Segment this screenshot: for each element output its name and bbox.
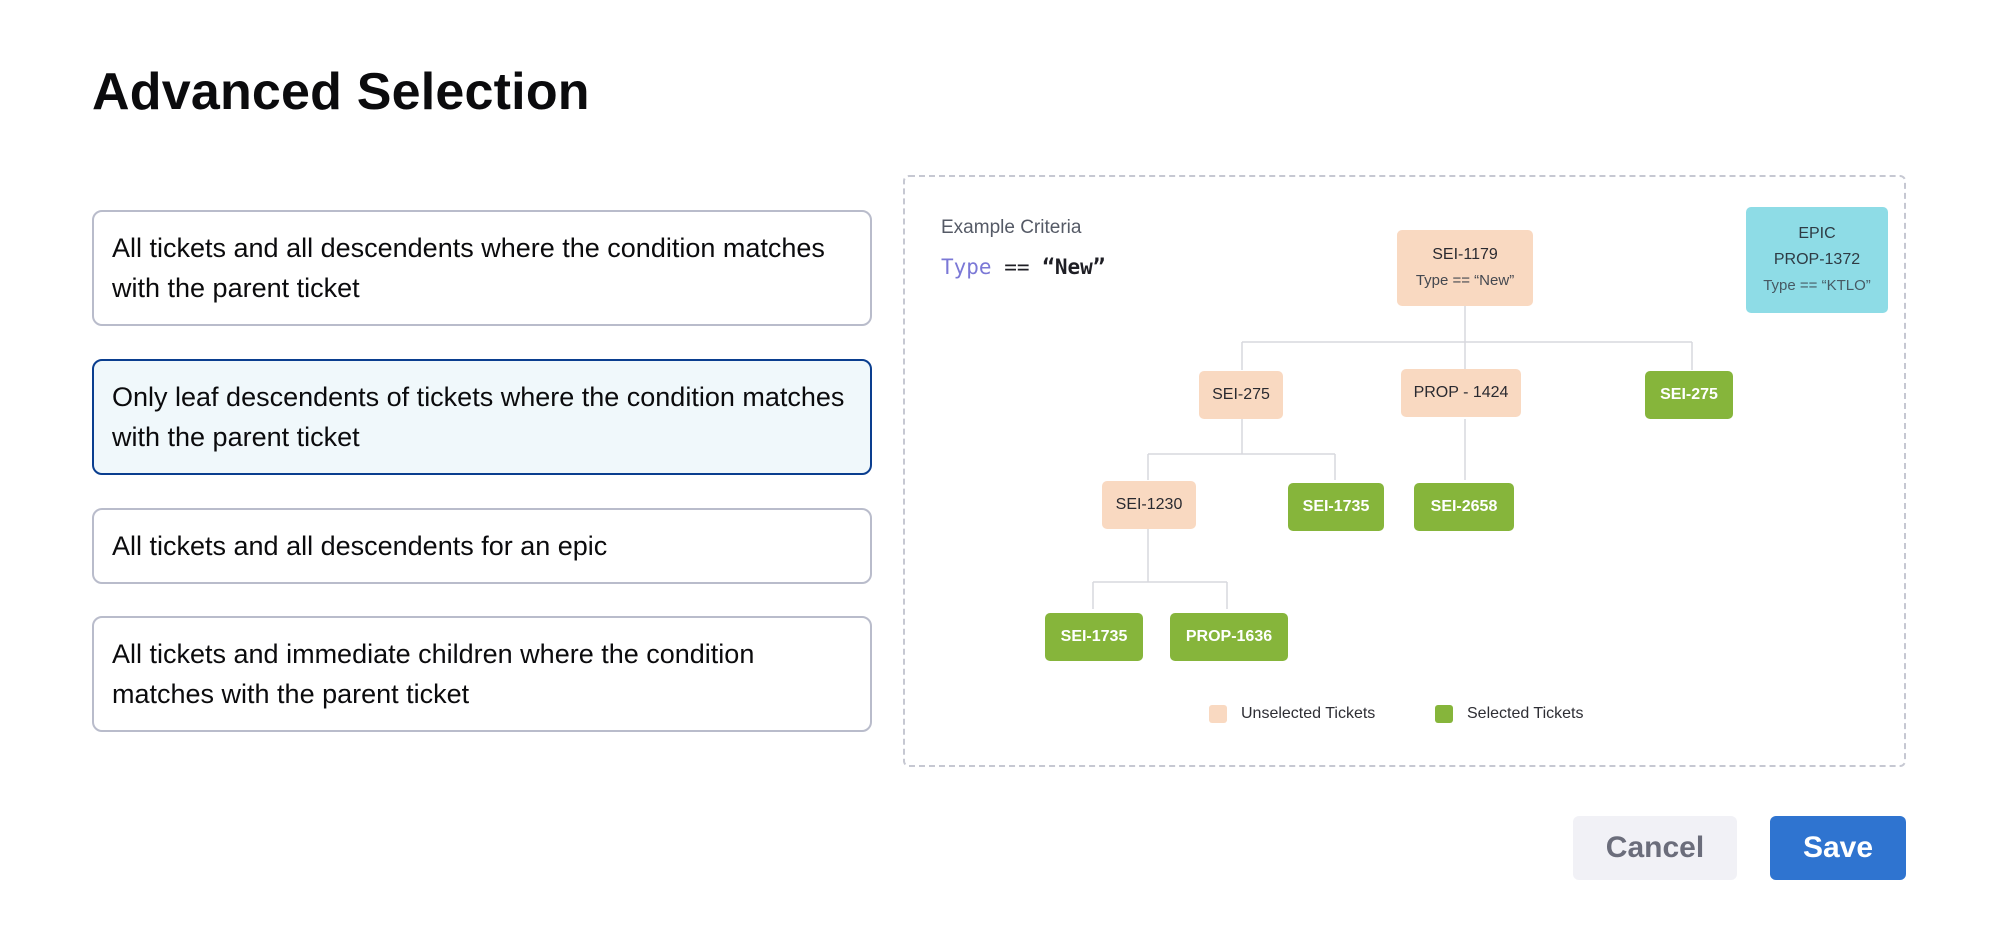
option-leaf-descendents-condition[interactable]: Only leaf descendents of tickets where t… (92, 359, 872, 475)
dialog-title: Advanced Selection (92, 63, 590, 121)
tree-node-sei-275-a: SEI-275 (1199, 371, 1283, 419)
option-all-descendents-condition[interactable]: All tickets and all descendents where th… (92, 210, 872, 326)
tree-node-sei-275-b: SEI-275 (1645, 371, 1733, 419)
example-criteria-label: Example Criteria (941, 217, 1082, 238)
cancel-button[interactable]: Cancel (1573, 816, 1737, 880)
node-id: PROP-1372 (1773, 251, 1861, 268)
legend-selected-swatch (1435, 705, 1453, 723)
tree-connectors (1092, 305, 1693, 609)
legend-unselected: Unselected Tickets (1209, 705, 1375, 723)
option-label: Only leaf descendents of tickets where t… (112, 382, 845, 452)
node-id: PROP-1636 (1185, 628, 1273, 645)
legend-selected-label: Selected Tickets (1467, 705, 1584, 722)
code-keyword: Type (941, 255, 992, 279)
option-all-descendents-epic[interactable]: All tickets and all descendents for an e… (92, 508, 872, 584)
tree-node-sei-1230: SEI-1230 (1102, 481, 1196, 529)
node-condition: Type == “New” (1415, 272, 1515, 289)
save-button[interactable]: Save (1770, 816, 1906, 880)
tree-node-prop-1424: PROP - 1424 (1401, 369, 1521, 417)
node-type: EPIC (1798, 225, 1836, 242)
code-value: “New” (1042, 255, 1106, 279)
code-operator: == (1004, 255, 1030, 279)
option-label: All tickets and all descendents where th… (112, 233, 825, 303)
node-id: SEI-1735 (1060, 628, 1128, 645)
node-id: SEI-275 (1660, 386, 1718, 403)
example-criteria-code: Type == “New” (941, 255, 1105, 279)
tree-node-sei-2658: SEI-2658 (1414, 483, 1514, 531)
node-id: SEI-1735 (1302, 498, 1370, 515)
tree-node-epic: EPIC PROP-1372 Type == “KTLO” (1746, 207, 1888, 313)
node-id: SEI-2658 (1430, 498, 1498, 515)
legend-selected: Selected Tickets (1435, 705, 1584, 723)
tree-node-sei-1735-b: SEI-1735 (1045, 613, 1143, 661)
tree-node-sei-1735-a: SEI-1735 (1288, 483, 1384, 531)
example-preview-panel: Example Criteria Type == “New” SEI-1179 … (903, 175, 1906, 767)
tree-node-root: SEI-1179 Type == “New” (1397, 230, 1533, 306)
node-condition: Type == “KTLO” (1763, 277, 1871, 294)
option-label: All tickets and all descendents for an e… (112, 531, 608, 561)
node-id: SEI-275 (1212, 386, 1270, 403)
node-id: PROP - 1424 (1413, 384, 1509, 401)
legend-unselected-swatch (1209, 705, 1227, 723)
node-id: SEI-1230 (1115, 496, 1183, 513)
tree-node-prop-1636: PROP-1636 (1170, 613, 1288, 661)
option-label: All tickets and immediate children where… (112, 639, 755, 709)
option-immediate-children-condition[interactable]: All tickets and immediate children where… (92, 616, 872, 732)
node-id: SEI-1179 (1432, 246, 1498, 263)
legend-unselected-label: Unselected Tickets (1241, 705, 1376, 722)
